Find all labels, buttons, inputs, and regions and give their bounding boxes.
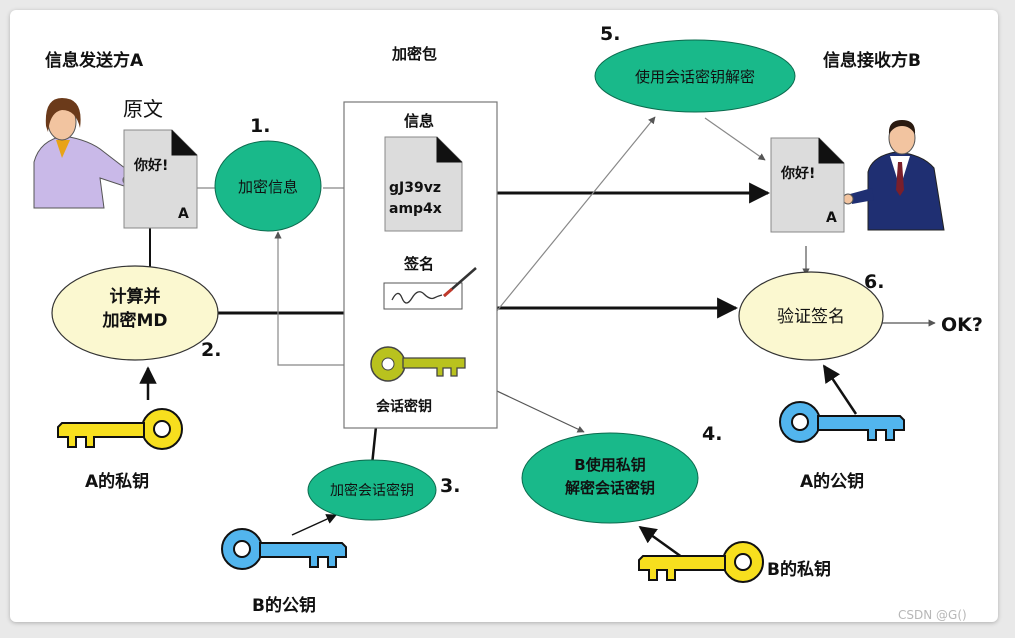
step5-decrypt-with-session-key: 使用会话密钥解密 (594, 39, 796, 113)
package-title: 加密包 (391, 45, 437, 63)
session-key-icon (370, 346, 466, 382)
svg-text:B使用私钥: B使用私钥 (574, 456, 645, 474)
diagram-canvas: 加密包 信息 gJ39vz amp4x 签名 会话密钥 信息发送方A 原文 你好… (10, 10, 998, 622)
step2-compute-md: 计算并 加密MD (51, 265, 219, 361)
signature-icon (383, 267, 477, 310)
original-doc-mark: A (178, 206, 189, 222)
original-doc-text: 你好! (133, 157, 168, 174)
a-public-key-icon (779, 401, 905, 443)
step3-number: 3. (440, 475, 460, 497)
svg-text:计算并: 计算并 (110, 286, 161, 307)
step5-number: 5. (600, 23, 620, 45)
cipher-line-1: gJ39vz (389, 180, 441, 196)
a-private-key-icon (57, 408, 183, 450)
step6-number: 6. (864, 271, 884, 293)
b-private-key-label: B的私钥 (767, 559, 831, 580)
watermark: CSDN @G() (898, 608, 967, 622)
a-private-key-label: A的私钥 (85, 471, 149, 492)
svg-text:加密MD: 加密MD (101, 310, 167, 331)
step1-number: 1. (250, 115, 270, 137)
receiver-person-icon (842, 120, 945, 231)
cipher-document: gJ39vz amp4x (384, 136, 463, 232)
result-label: OK? (941, 314, 983, 336)
b-private-key-icon (638, 541, 764, 583)
step6-verify-signature: 验证签名 (738, 271, 884, 361)
b-public-key-icon (221, 528, 347, 570)
svg-text:使用会话密钥解密: 使用会话密钥解密 (635, 68, 755, 86)
original-doc-caption: 原文 (123, 97, 163, 121)
step4-number: 4. (702, 423, 722, 445)
svg-text:加密信息: 加密信息 (238, 178, 298, 196)
b-public-key-label: B的公钥 (252, 595, 316, 616)
step1-encrypt-info: 加密信息 (214, 140, 322, 232)
info-label: 信息 (404, 112, 434, 130)
sender-person-icon (33, 98, 134, 209)
step3-encrypt-session-key: 加密会话密钥 (307, 459, 437, 521)
step2-number: 2. (201, 339, 221, 361)
svg-text:验证签名: 验证签名 (777, 307, 845, 327)
step4-decrypt-session-key: B使用私钥 解密会话密钥 (521, 432, 699, 524)
a-public-key-label: A的公钥 (800, 471, 864, 492)
received-doc-text: 你好! (780, 165, 815, 182)
svg-text:加密会话密钥: 加密会话密钥 (330, 482, 414, 499)
receiver-title: 信息接收方B (823, 50, 921, 71)
original-document: 你好! A (123, 129, 198, 229)
signature-label: 签名 (403, 255, 434, 273)
sender-title: 信息发送方A (45, 50, 144, 71)
svg-text:解密会话密钥: 解密会话密钥 (565, 479, 655, 497)
received-doc-mark: A (826, 210, 837, 226)
session-key-label: 会话密钥 (376, 398, 432, 415)
cipher-line-2: amp4x (389, 201, 442, 217)
received-document: 你好! A (770, 137, 845, 233)
